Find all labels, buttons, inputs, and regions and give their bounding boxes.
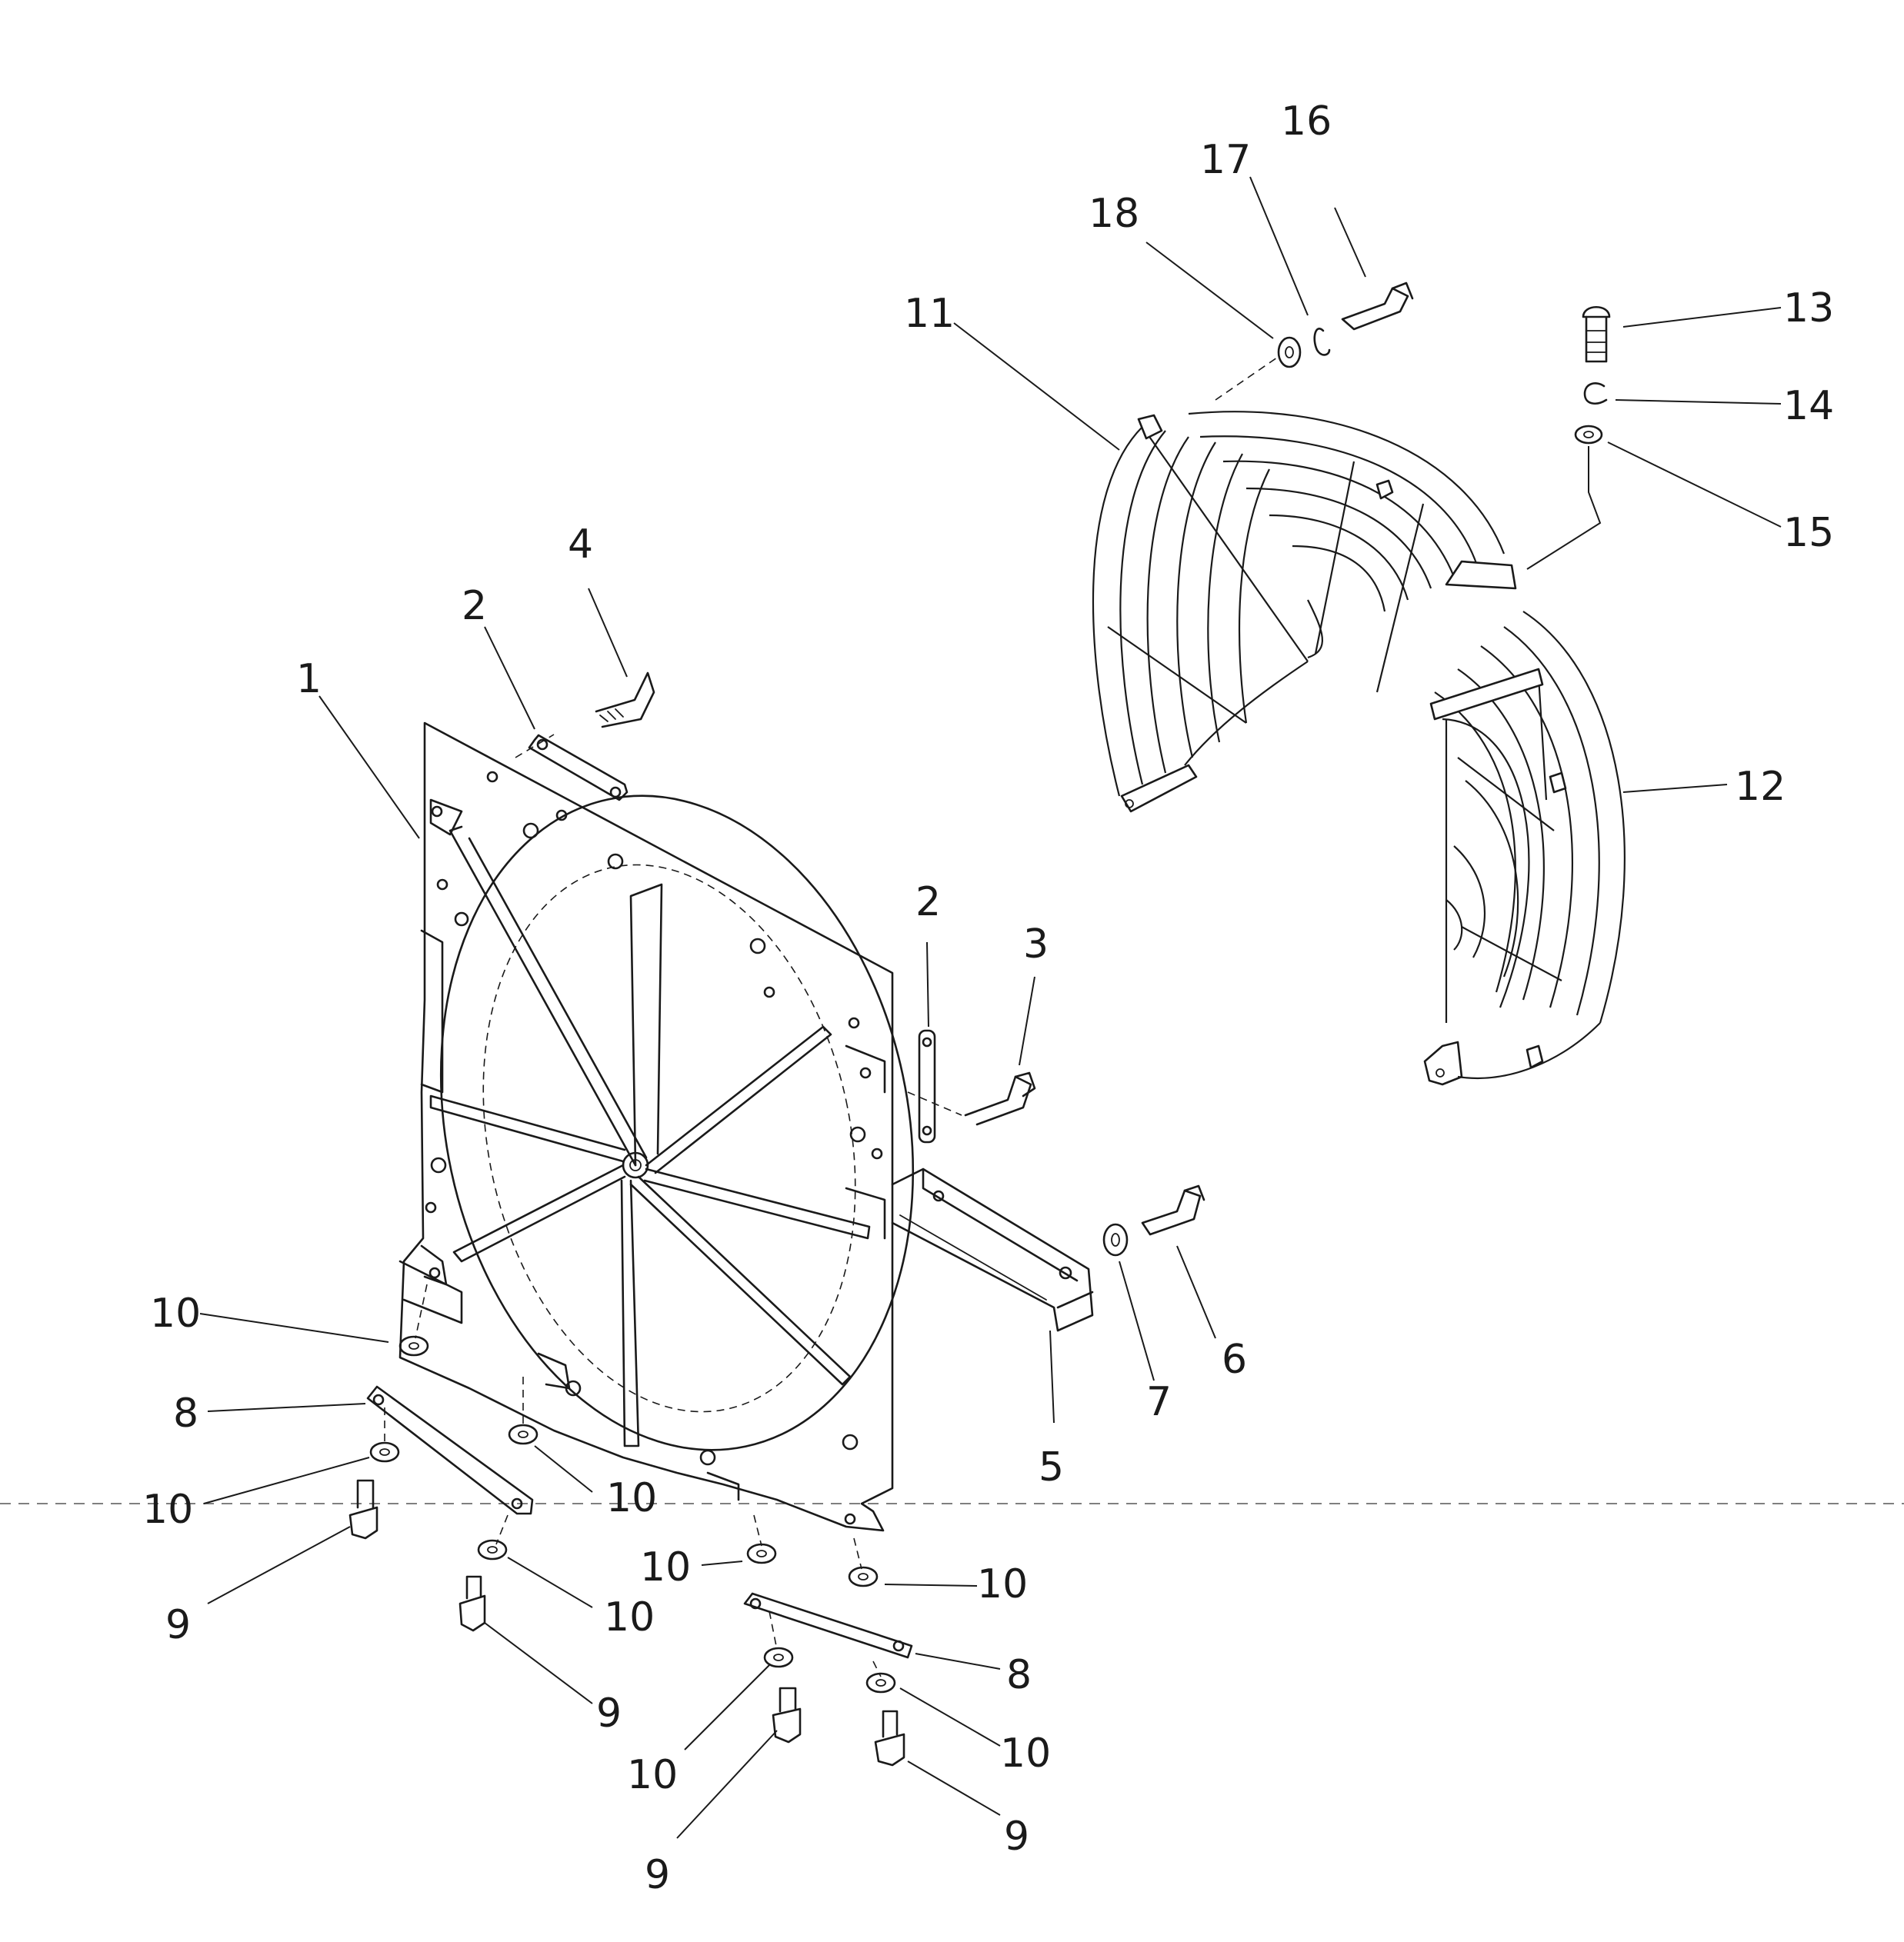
callout-4: 4 (568, 521, 593, 568)
bolt-9-a (348, 1479, 378, 1540)
callout-13: 13 (1783, 285, 1834, 331)
bolt-16 (1341, 281, 1414, 331)
callout-labels: 1 2 4 2 3 5 6 7 10 8 10 9 10 10 9 10 10 … (142, 98, 1834, 1898)
bolt-13 (1582, 306, 1611, 363)
shroud-spokes (429, 825, 871, 1447)
callout-9-c: 9 (645, 1852, 670, 1898)
bolt-4 (595, 671, 655, 728)
callout-10-h: 10 (1000, 1730, 1051, 1777)
plate-8-right (743, 1592, 913, 1659)
callout-9-d: 9 (1004, 1814, 1029, 1860)
callout-15: 15 (1783, 510, 1834, 556)
bolt-6 (1141, 1184, 1205, 1236)
fan-guard-lower (1423, 611, 1626, 1086)
callout-16: 16 (1281, 98, 1332, 145)
callout-9-b: 9 (596, 1691, 622, 1737)
washers-10-left (369, 1335, 539, 1561)
plate-2-upper (528, 734, 629, 801)
callout-5: 5 (1039, 1444, 1064, 1491)
bolt-9-c (772, 1687, 802, 1744)
spring-washer-17 (1313, 328, 1331, 356)
callout-7: 7 (1146, 1379, 1172, 1425)
callout-6: 6 (1222, 1337, 1247, 1383)
callout-8-a: 8 (173, 1391, 198, 1437)
shroud-bracket (891, 1168, 1094, 1332)
callout-10-a: 10 (150, 1291, 201, 1337)
callout-2-upper: 2 (462, 583, 487, 629)
callout-10-f: 10 (977, 1561, 1028, 1607)
callout-10-b: 10 (142, 1487, 193, 1533)
callout-1: 1 (296, 656, 322, 702)
plate-8-left (366, 1385, 534, 1515)
leader-lines (199, 176, 1782, 1839)
bolt-9-b (458, 1575, 486, 1632)
callout-8-b: 8 (1006, 1652, 1032, 1698)
callout-3: 3 (1023, 921, 1049, 968)
callout-2-right: 2 (915, 879, 941, 925)
callout-11: 11 (904, 291, 955, 337)
fan-shroud-plate (398, 721, 915, 1532)
plate-2-right (918, 1029, 936, 1144)
callout-17: 17 (1200, 137, 1251, 183)
callout-14: 14 (1783, 383, 1834, 429)
callout-9-a: 9 (165, 1602, 191, 1648)
bolt-3 (964, 1071, 1036, 1126)
callout-10-c: 10 (606, 1475, 657, 1521)
washer-18 (1277, 336, 1302, 368)
washers-10-right (746, 1543, 896, 1694)
callout-12: 12 (1735, 764, 1786, 810)
callout-18: 18 (1089, 191, 1139, 237)
washer-15 (1574, 425, 1603, 445)
shroud-bolt-holes (425, 771, 883, 1525)
callout-10-g: 10 (627, 1752, 678, 1798)
bolt-9-d (874, 1710, 905, 1767)
washer-7 (1102, 1223, 1129, 1257)
spring-washer-14 (1583, 382, 1608, 405)
fan-guard-upper (1092, 411, 1517, 813)
callout-10-d: 10 (604, 1594, 655, 1641)
callout-10-e: 10 (640, 1544, 691, 1591)
